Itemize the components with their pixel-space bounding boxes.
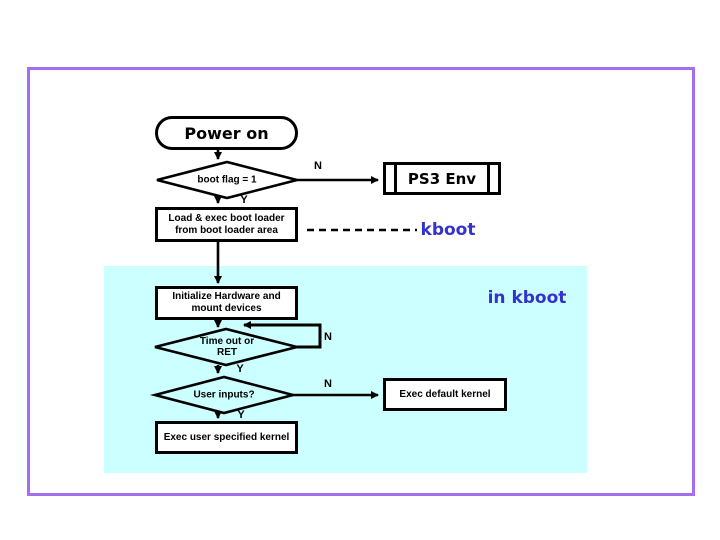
decision-user-inputs-label: User inputs?: [193, 389, 255, 401]
kboot-annotation: kboot: [420, 220, 476, 240]
bootflag-no-label: N: [314, 160, 322, 172]
process-init-hardware: Initialize Hardware and mount devices: [155, 286, 298, 320]
ps3-env-label: PS3 Env: [407, 169, 477, 188]
init-hardware-line1: Initialize Hardware and: [172, 291, 281, 302]
load-boot-loader-line1: Load & exec boot loader: [168, 212, 285, 224]
bootflag-yes-label: Y: [240, 194, 248, 206]
decision-timeout-line1: Time out or: [199, 336, 255, 347]
exec-user-label: Exec user specified kernel: [163, 431, 290, 443]
start-label: Power on: [184, 123, 269, 143]
process-exec-user-kernel: Exec user specified kernel: [155, 421, 298, 454]
slide-border: [27, 67, 695, 496]
init-hardware-line2: mount devices: [191, 303, 262, 314]
load-boot-loader-line2: from boot loader area: [175, 224, 278, 236]
predefined-process-ps3-env: PS3 Env: [383, 162, 501, 195]
userinputs-yes-label: Y: [237, 409, 245, 421]
predefined-inner-line: [487, 165, 490, 192]
decision-timeout-label: Time out or RET: [200, 336, 254, 358]
process-exec-default-kernel: Exec default kernel: [383, 378, 507, 411]
userinputs-no-label: N: [324, 378, 332, 390]
timeout-yes-label: Y: [236, 363, 244, 375]
in-kboot-annotation: in kboot: [487, 288, 567, 308]
exec-default-label: Exec default kernel: [399, 388, 491, 400]
predefined-inner-line: [394, 165, 397, 192]
timeout-no-label: N: [324, 331, 332, 343]
start-terminator: Power on: [155, 116, 298, 150]
decision-boot-flag-label: boot flag = 1: [197, 174, 257, 186]
decision-timeout-line2: RET: [216, 347, 237, 358]
process-load-boot-loader: Load & exec boot loader from boot loader…: [155, 207, 298, 242]
